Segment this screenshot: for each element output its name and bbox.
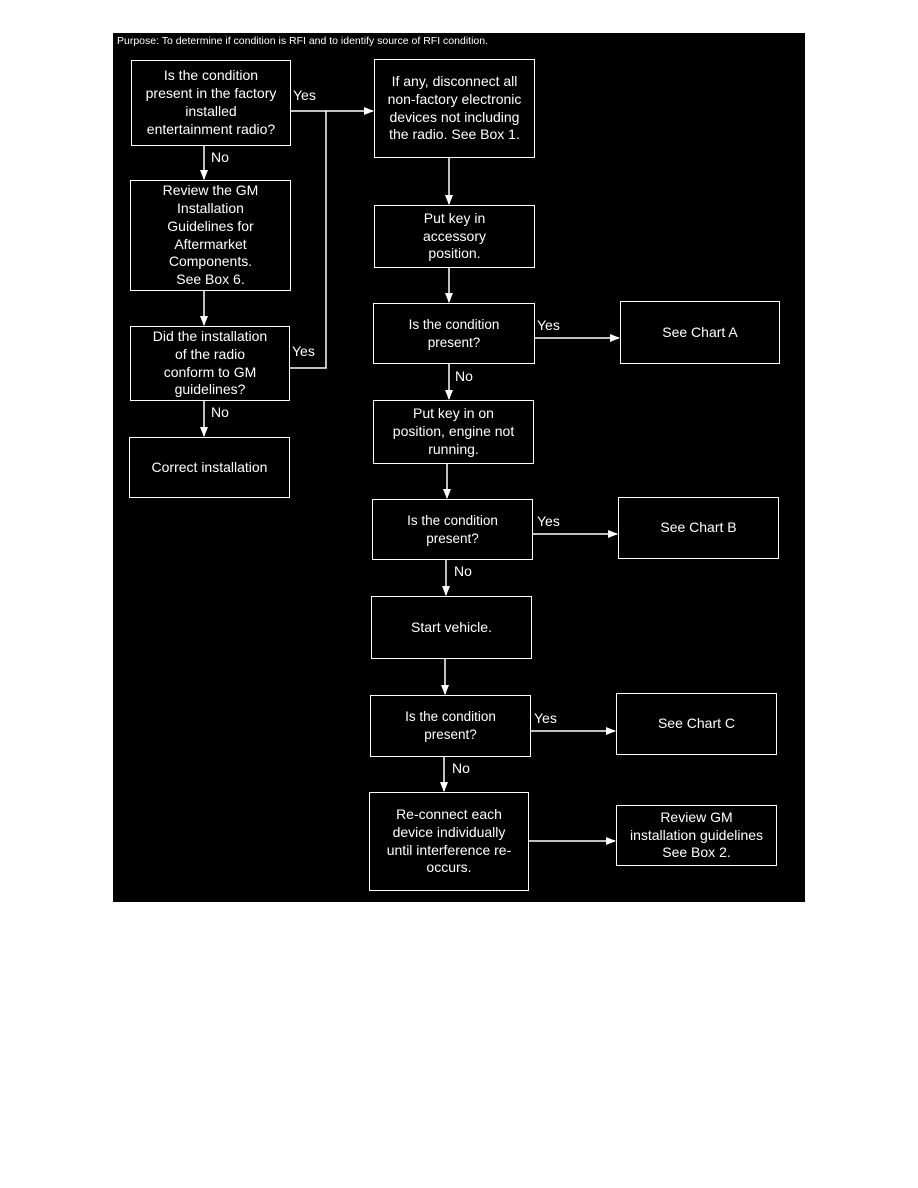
question-present-3-box: Is the condition present? bbox=[370, 695, 531, 757]
arrow-install-yes bbox=[290, 111, 327, 369]
question-present-2-box: Is the condition present? bbox=[372, 499, 533, 560]
question-present-1-text: Is the condition present? bbox=[408, 316, 500, 350]
yes-label-install: Yes bbox=[292, 343, 315, 359]
key-on-box: Put key in on position, engine not runni… bbox=[373, 400, 534, 464]
no-label-q2: No bbox=[454, 563, 472, 579]
key-on-text: Put key in on position, engine not runni… bbox=[392, 405, 515, 457]
flow-arrows bbox=[200, 107, 620, 845]
start-vehicle-text: Start vehicle. bbox=[411, 618, 492, 635]
review-aftermarket-text: Review the GM Installation Guidelines fo… bbox=[162, 181, 259, 288]
yes-label-q3: Yes bbox=[534, 710, 557, 726]
no-label-factory: No bbox=[211, 149, 229, 165]
disconnect-devices-text: If any, disconnect all non-factory elect… bbox=[387, 72, 522, 143]
question-present-3-text: Is the condition present? bbox=[405, 709, 496, 742]
see-chart-b-box: See Chart B bbox=[618, 497, 779, 559]
review-box2-box: Review GM installation guidelines See Bo… bbox=[616, 805, 777, 866]
see-chart-b-text: See Chart B bbox=[660, 519, 737, 536]
correct-installation-text: Correct installation bbox=[151, 458, 268, 475]
question-present-2-text: Is the condition present? bbox=[407, 512, 498, 546]
question-factory-radio-text: Is the condition present in the factory … bbox=[145, 67, 277, 137]
question-install-conform-text: Did the installation of the radio confor… bbox=[152, 327, 268, 398]
reconnect-box: Re-connect each device individually unti… bbox=[369, 792, 529, 891]
key-accessory-box: Put key in accessory position. bbox=[374, 205, 535, 268]
flowchart-panel: Purpose: To determine if condition is RF… bbox=[113, 33, 805, 902]
question-install-conform-box: Did the installation of the radio confor… bbox=[130, 326, 290, 401]
key-accessory-text: Put key in accessory position. bbox=[422, 209, 487, 262]
no-label-q3: No bbox=[452, 760, 470, 776]
reconnect-text: Re-connect each device individually unti… bbox=[386, 805, 512, 876]
start-vehicle-box: Start vehicle. bbox=[371, 596, 532, 659]
see-chart-c-box: See Chart C bbox=[616, 693, 777, 755]
yes-label-q2: Yes bbox=[537, 513, 560, 529]
no-label-install: No bbox=[211, 404, 229, 420]
review-box2-text: Review GM installation guidelines See Bo… bbox=[629, 808, 764, 861]
see-chart-a-text: See Chart A bbox=[662, 323, 738, 340]
disconnect-devices-box: If any, disconnect all non-factory elect… bbox=[374, 59, 535, 158]
no-label-q1: No bbox=[455, 368, 473, 384]
purpose-text: Purpose: To determine if condition is RF… bbox=[117, 35, 488, 47]
yes-label-q1: Yes bbox=[537, 317, 560, 333]
see-chart-c-text: See Chart C bbox=[657, 715, 736, 732]
yes-label-factory: Yes bbox=[293, 87, 316, 103]
review-aftermarket-box: Review the GM Installation Guidelines fo… bbox=[130, 180, 291, 291]
question-factory-radio-box: Is the condition present in the factory … bbox=[131, 60, 291, 146]
see-chart-a-box: See Chart A bbox=[620, 301, 780, 364]
question-present-1-box: Is the condition present? bbox=[373, 303, 535, 364]
correct-installation-box: Correct installation bbox=[129, 437, 290, 498]
